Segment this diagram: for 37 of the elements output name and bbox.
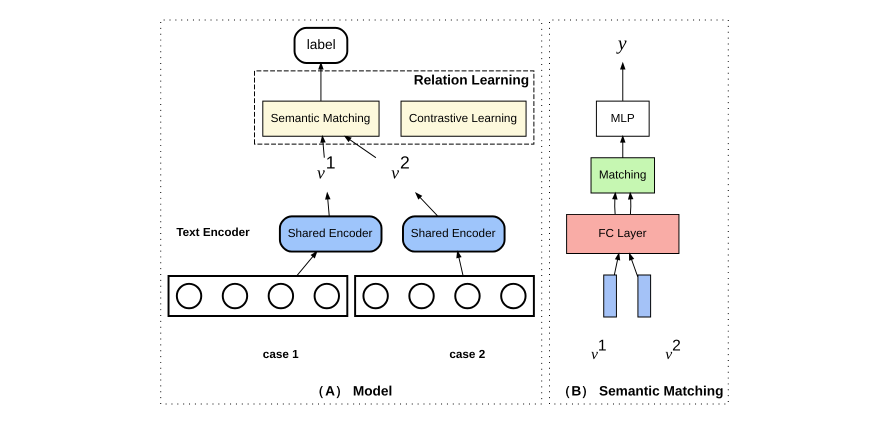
node-box: Shared Encoder — [402, 215, 506, 253]
node-box: label — [293, 26, 348, 64]
node-box: Shared Encoder — [278, 215, 382, 253]
node-circle — [500, 282, 526, 310]
arrow — [628, 252, 638, 278]
node-box: Semantic Matching — [262, 100, 380, 137]
arrow — [296, 250, 318, 276]
node-circle — [175, 282, 202, 310]
node-box: MLP — [595, 100, 650, 137]
arrow — [456, 250, 464, 276]
arrow — [612, 192, 618, 215]
cluster — [354, 275, 534, 318]
node-circle — [221, 282, 248, 310]
arrow — [318, 62, 324, 102]
node-label: case 2 — [448, 348, 485, 362]
node-circle — [362, 282, 388, 310]
arrow — [414, 192, 438, 217]
arrow — [627, 192, 633, 215]
arrow — [324, 192, 330, 217]
node-bar — [636, 274, 651, 318]
node-label: case 1 — [262, 348, 298, 362]
arrow — [620, 62, 626, 102]
node-circle — [454, 282, 480, 310]
node-bar — [602, 274, 616, 318]
node-box: Contrastive Learning — [400, 100, 526, 137]
node-circle — [267, 282, 294, 310]
arrow — [320, 134, 326, 158]
node-circle — [313, 282, 340, 310]
arrow — [343, 135, 376, 158]
arrow — [613, 252, 620, 276]
node-box: Matching — [590, 157, 655, 194]
cluster — [167, 275, 348, 318]
arrow — [620, 134, 626, 158]
label: Text Encoder — [176, 226, 250, 240]
node-text: y — [617, 33, 626, 54]
node-circle — [408, 282, 434, 310]
node-box: FC Layer — [566, 214, 679, 254]
